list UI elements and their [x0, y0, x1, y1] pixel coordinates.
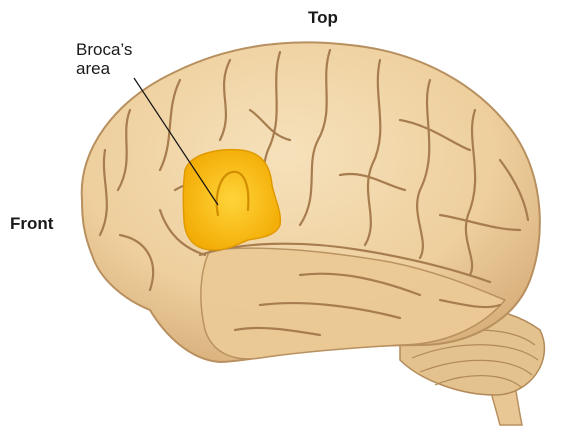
label-broca-area: Broca’s area: [76, 40, 132, 78]
label-front: Front: [10, 214, 53, 234]
label-top: Top: [308, 8, 338, 28]
broca-area-highlight: [183, 150, 280, 250]
label-broca-line2: area: [76, 59, 132, 78]
label-broca-line1: Broca’s: [76, 40, 132, 59]
